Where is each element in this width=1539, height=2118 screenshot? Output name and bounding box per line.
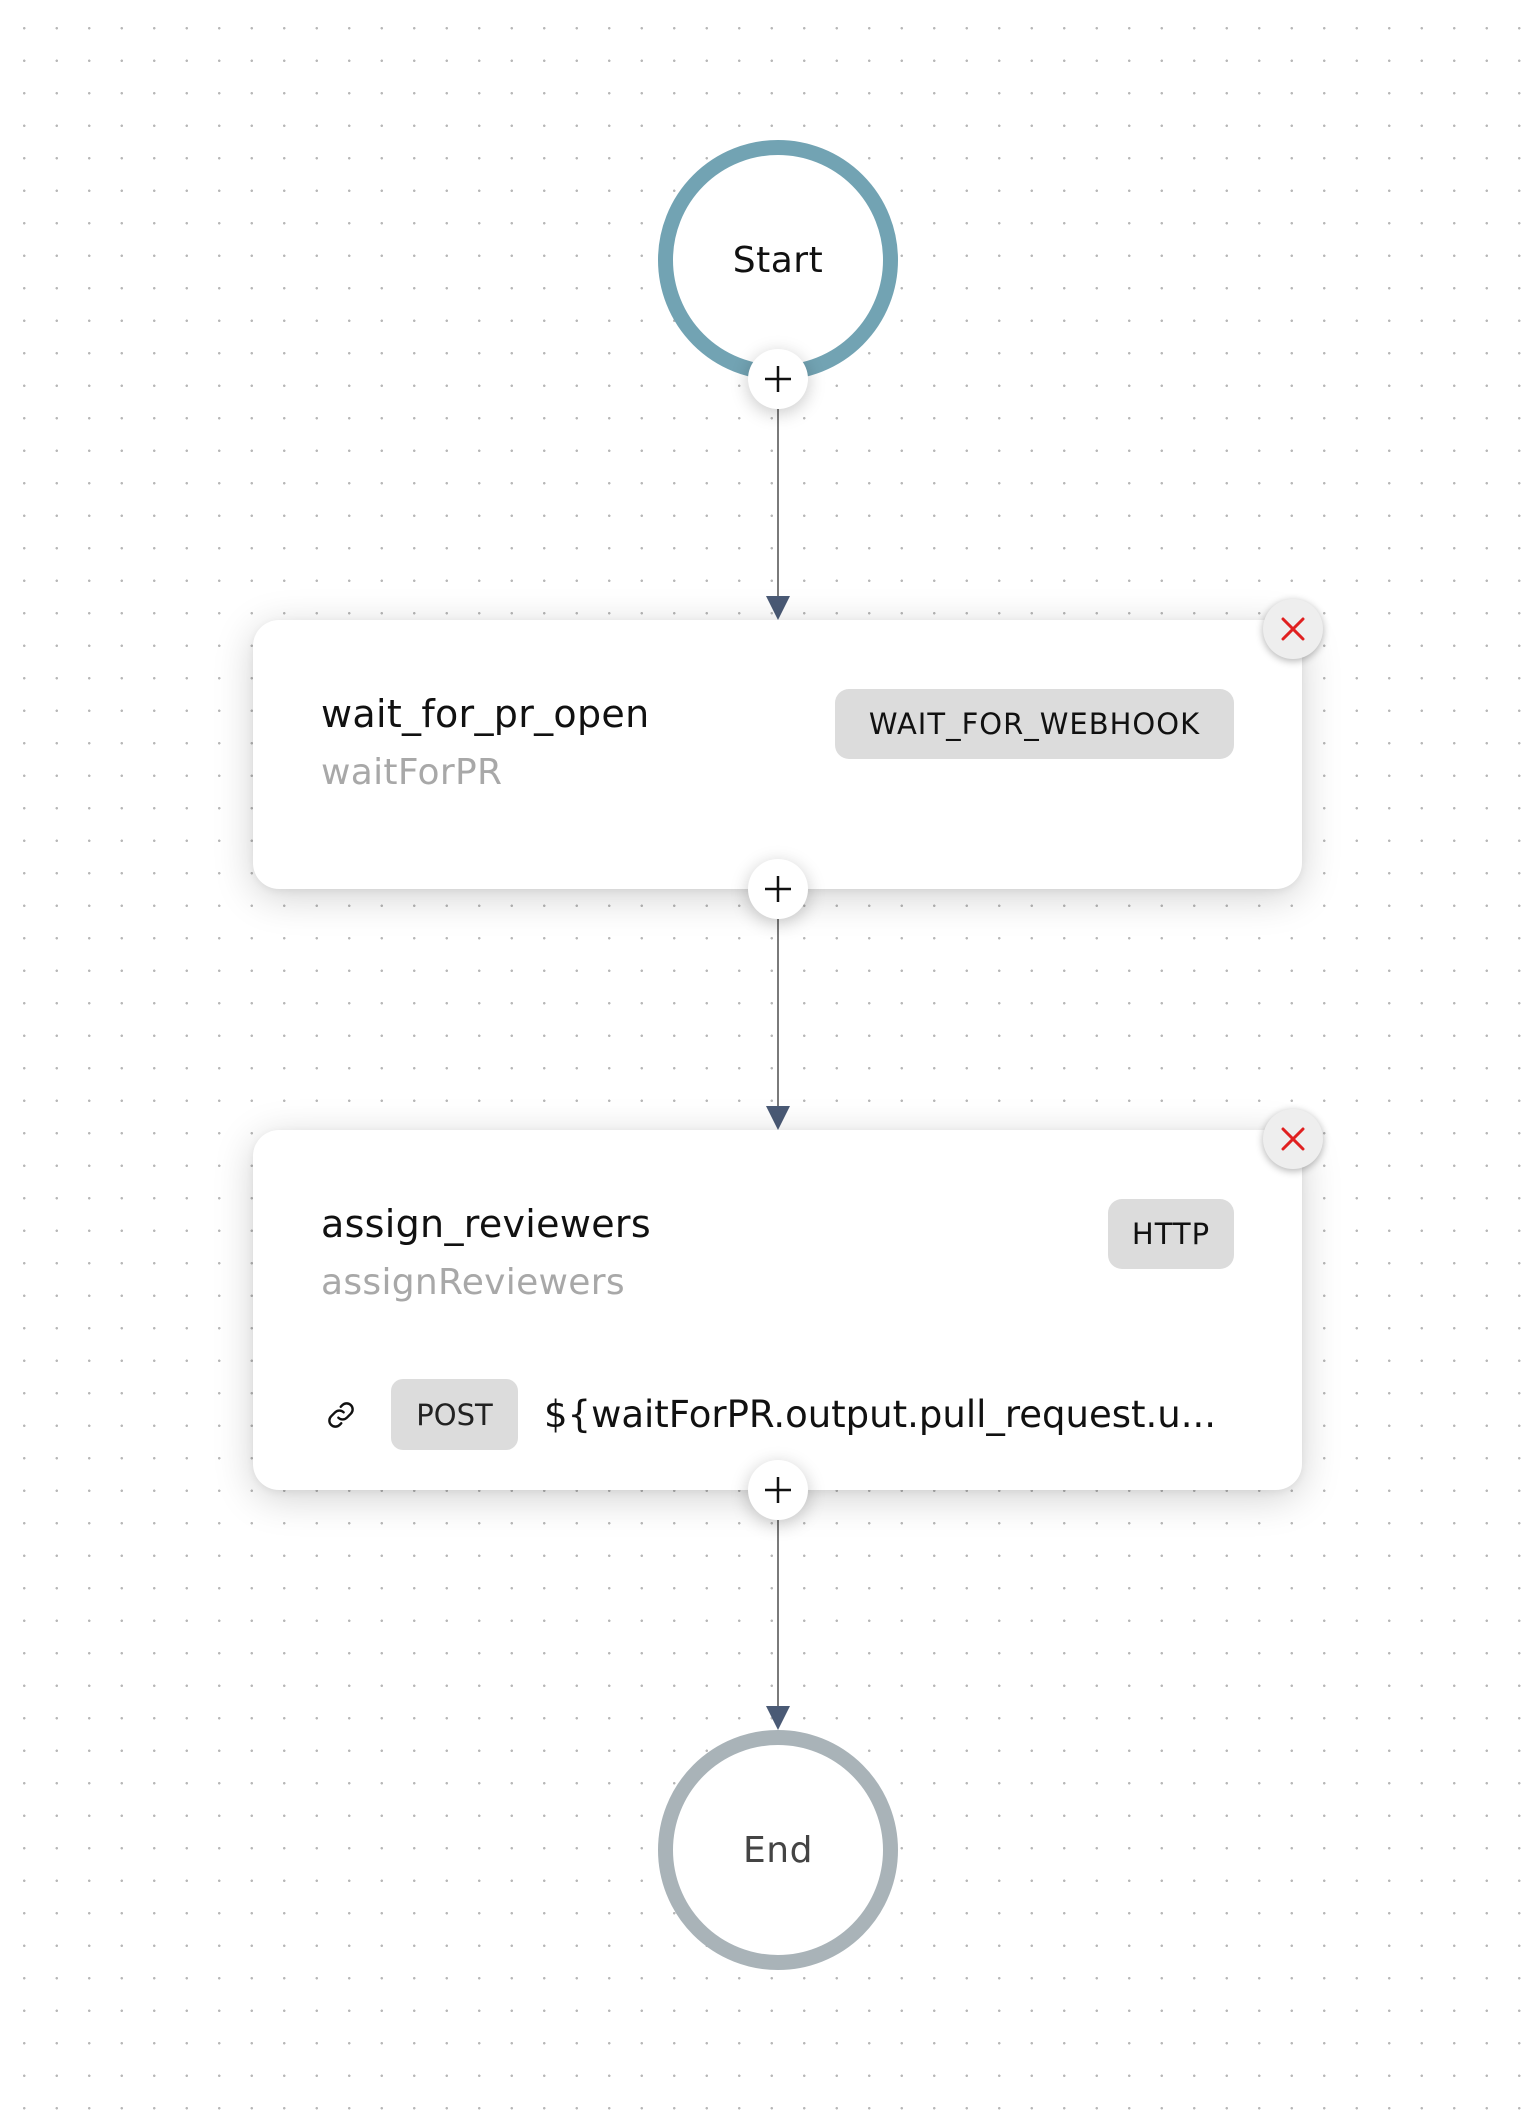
add-task-after-start-button[interactable] [748,349,808,409]
task-name: wait_for_pr_open [321,692,650,736]
edge-task1-to-task2 [777,919,779,1107]
plus-icon [765,366,791,392]
task-type-badge: HTTP [1108,1199,1234,1269]
add-task-after-task1-button[interactable] [748,859,808,919]
plus-icon [765,876,791,902]
arrowhead-task2 [766,1106,790,1130]
start-node[interactable]: Start [658,140,898,380]
add-task-after-task2-button[interactable] [748,1460,808,1520]
end-label: End [743,1829,813,1871]
close-icon [1281,1127,1305,1151]
task-type-badge: WAIT_FOR_WEBHOOK [835,689,1234,759]
remove-task-button[interactable] [1263,1109,1323,1169]
edge-task2-to-end [777,1520,779,1708]
arrowhead-task1 [766,596,790,620]
http-method-badge: POST [391,1379,518,1450]
http-url: ${waitForPR.output.pull_request.u... [544,1393,1217,1436]
http-request-summary: POST ${waitForPR.output.pull_request.u..… [325,1379,1224,1450]
task-card-wait-for-pr-open[interactable]: wait_for_pr_open waitForPR WAIT_FOR_WEBH… [253,620,1302,889]
remove-task-button[interactable] [1263,599,1323,659]
arrowhead-end [766,1706,790,1730]
task-reference: assignReviewers [321,1262,625,1303]
plus-icon [765,1477,791,1503]
edge-start-to-task1 [777,409,779,597]
close-icon [1281,617,1305,641]
task-name: assign_reviewers [321,1202,651,1246]
start-label: Start [732,239,824,281]
task-card-assign-reviewers[interactable]: assign_reviewers assignReviewers HTTP PO… [253,1130,1302,1490]
task-reference: waitForPR [321,752,503,793]
link-icon [328,1401,354,1428]
end-node[interactable]: End [658,1730,898,1970]
